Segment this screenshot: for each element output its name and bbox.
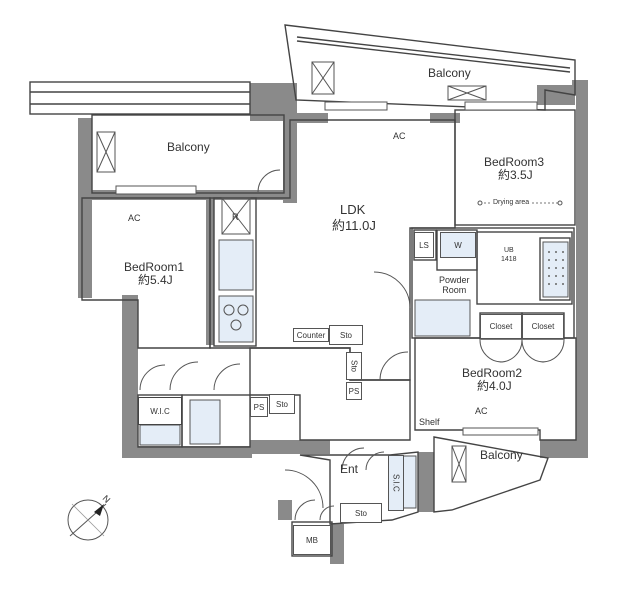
drying-hook-left: [477, 200, 483, 206]
ldk-size: 約11.0J: [332, 218, 376, 233]
counter-box: Counter: [293, 328, 329, 342]
storage-box-hall: Sto: [346, 352, 362, 380]
mb-box: MB: [293, 525, 331, 555]
compass: [67, 499, 109, 541]
balcony-top-label: Balcony: [428, 66, 471, 80]
bed3-size: 約3.5J: [498, 168, 533, 182]
bed1-size: 約5.4J: [138, 273, 173, 287]
shelf-label: Shelf: [419, 417, 440, 427]
ent-label: Ent: [340, 462, 359, 476]
drying-hook-right: [557, 200, 563, 206]
storage-box-kitchen: Sto: [329, 325, 363, 345]
ps-box-hall: PS: [346, 382, 362, 400]
powder-room-label: Powder Room: [439, 275, 470, 296]
ac-ldk: AC: [393, 131, 406, 141]
bed2-size: 約4.0J: [477, 379, 512, 393]
windows: [115, 101, 539, 436]
sic-box: S.I.C: [388, 455, 404, 511]
ac-bed1: AC: [128, 213, 141, 223]
drying-area-label: Drying area: [492, 199, 531, 208]
bed1-name: BedRoom1: [124, 260, 185, 274]
closet-box-1: Closet: [480, 314, 522, 339]
stove-burners: [223, 304, 249, 331]
balcony-left-label: Balcony: [167, 140, 210, 154]
ls-box: LS: [414, 232, 434, 258]
fixture-fills: [139, 239, 569, 509]
ldk-name: LDK: [340, 202, 366, 217]
shower-dots: [548, 251, 564, 285]
ub-size: 1418: [501, 256, 517, 263]
fridge-label: R: [232, 212, 239, 222]
ps-box-left: PS: [250, 397, 268, 417]
ub-label: UB: [504, 247, 514, 254]
wic-box: W.I.C: [138, 397, 182, 425]
balcony-bottom-label: Balcony: [480, 448, 523, 462]
hatches: [96, 61, 487, 483]
storage-box-left: Sto: [269, 394, 295, 414]
bed2-name: BedRoom2: [462, 366, 523, 380]
ac-bed2: AC: [475, 406, 488, 416]
storage-box-entrance: Sto: [340, 503, 382, 523]
washer-box: W: [440, 232, 476, 258]
closet-box-2: Closet: [522, 314, 564, 339]
door-swings: [139, 169, 565, 521]
bed3-name: BedRoom3: [484, 155, 545, 169]
